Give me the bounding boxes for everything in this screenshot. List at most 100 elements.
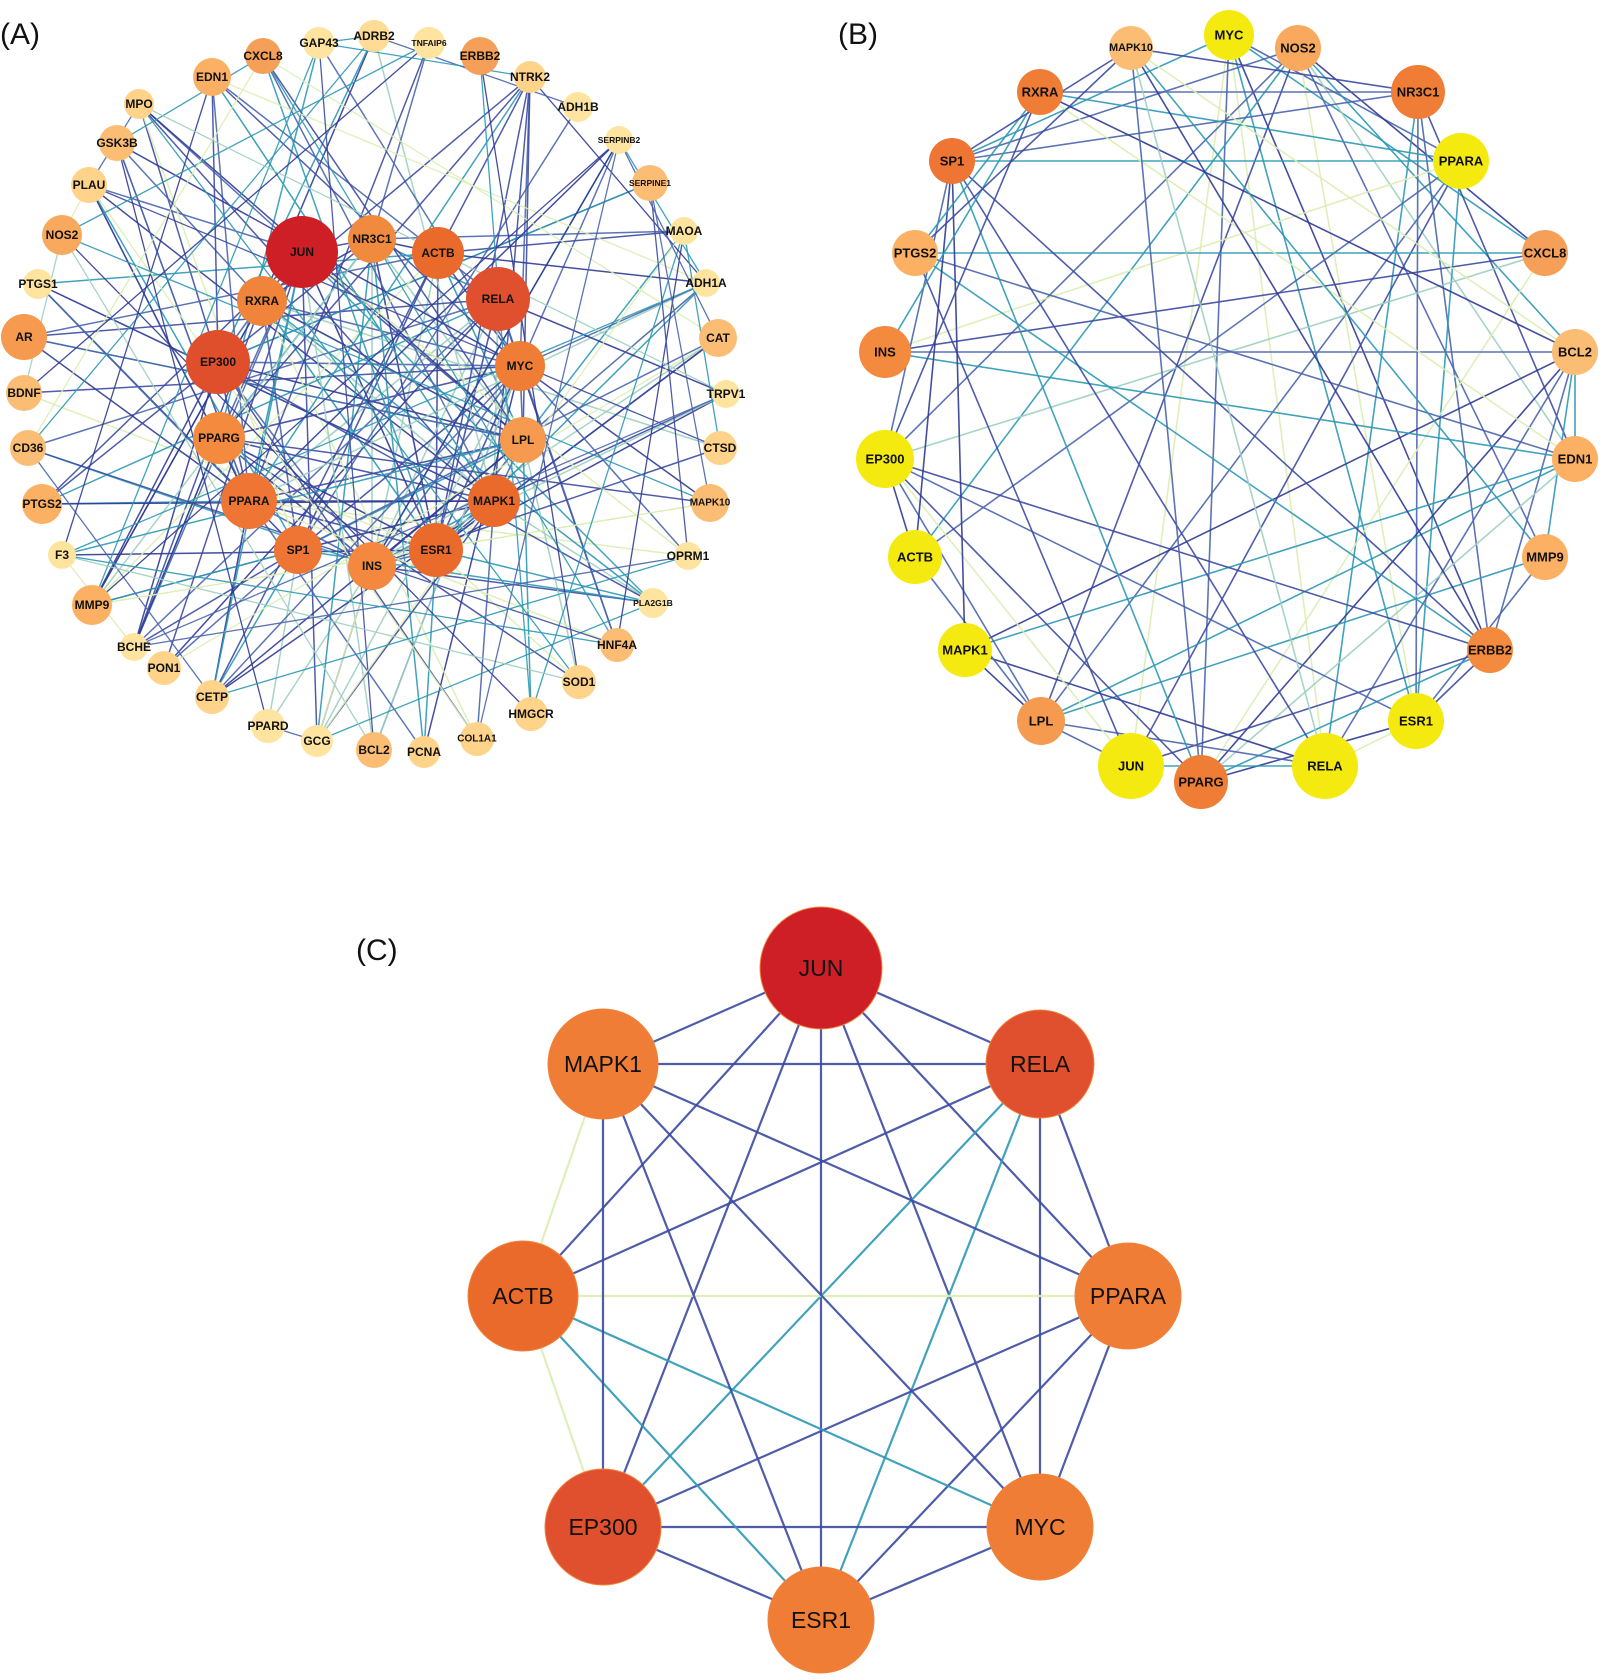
gene-node-label: SP1	[940, 154, 965, 169]
gene-node: ACTB	[467, 1240, 579, 1352]
gene-node: LPL	[1017, 697, 1065, 745]
gene-node-circle	[413, 27, 445, 59]
network-edge	[1228, 34, 1491, 651]
network-edge	[914, 47, 1132, 254]
gene-node: CAT	[699, 319, 737, 357]
gene-node: MAPK1	[547, 1008, 659, 1120]
gene-node: PPARG	[1174, 755, 1228, 809]
gene-node-circle	[408, 736, 440, 768]
network-edge	[522, 230, 685, 441]
gene-node: COL1A1	[457, 722, 497, 756]
network-edge	[1040, 458, 1576, 722]
gene-node: HMGCR	[508, 697, 554, 731]
network-edge	[951, 160, 966, 651]
network-edge	[61, 234, 711, 504]
network-edge	[884, 160, 953, 460]
gene-node-circle	[72, 585, 112, 625]
gene-node-circle	[23, 269, 53, 299]
gene-node: MYC	[495, 341, 545, 391]
network-edge	[884, 458, 1417, 722]
network-edge	[262, 55, 437, 551]
network-edge	[1200, 252, 1546, 783]
gene-node: MMP9	[72, 585, 112, 625]
gene-node-label: MAPK10	[690, 498, 731, 509]
network-edge	[138, 103, 299, 551]
gene-node: CETP	[195, 680, 229, 714]
panel-b-label: (B)	[838, 18, 878, 51]
network-edge	[914, 252, 1491, 651]
network-edge	[951, 91, 1419, 162]
network-edge	[88, 184, 303, 253]
network-edge	[27, 55, 264, 449]
gene-node: TNFAIP6	[411, 27, 447, 59]
gene-node: HNF4A	[597, 628, 637, 662]
network-edge	[1297, 47, 1546, 254]
network-edge	[316, 238, 373, 742]
network-edge	[133, 437, 220, 648]
network-edge	[1130, 47, 1419, 93]
gene-node-circle	[48, 541, 76, 569]
gene-node: NR3C1	[1391, 65, 1445, 119]
network-edge	[371, 238, 425, 753]
network-edge	[964, 458, 1576, 651]
gene-node-label: OPRM1	[667, 549, 710, 563]
gene-node-circle	[124, 89, 154, 119]
gene-node-circle	[221, 473, 277, 529]
network-edge	[1039, 91, 1576, 460]
gene-node-label: PTGS1	[18, 277, 58, 291]
gene-node-circle	[356, 732, 392, 768]
gene-node-circle	[42, 215, 82, 255]
network-edge	[61, 439, 524, 556]
network-edge	[601, 967, 823, 1528]
network-edge	[211, 252, 439, 698]
network-edge	[23, 336, 250, 502]
gene-node-label: NOS2	[46, 228, 79, 242]
gene-node: ADRB2	[353, 20, 395, 52]
gene-node-circle	[1552, 329, 1598, 375]
gene-node: AR	[1, 314, 47, 360]
gene-node-label: TNFAIP6	[411, 38, 447, 48]
network-edge	[37, 283, 250, 502]
gene-node-label: BCL2	[358, 743, 390, 757]
network-edge	[318, 42, 531, 78]
gene-node: CXCL8	[243, 38, 283, 74]
panel-b-network: MYCNOS2NR3C1PPARACXCL8BCL2EDN1MMP9ERBB2E…	[856, 10, 1598, 809]
network-edge	[211, 549, 299, 698]
gene-node: ADH1B	[557, 92, 599, 122]
gene-node-label: MYC	[1014, 1514, 1065, 1540]
gene-node-circle	[544, 1468, 662, 1586]
gene-node-label: CETP	[196, 690, 228, 704]
gene-node: RELA	[985, 1009, 1095, 1119]
network-edge	[61, 76, 213, 556]
gene-node-circle	[1074, 1242, 1182, 1350]
gene-node-label: MAOA	[666, 224, 703, 238]
network-edge	[1228, 34, 1462, 162]
network-edge	[211, 76, 495, 502]
network-edge	[884, 458, 1132, 767]
gene-node-circle	[547, 1008, 659, 1120]
network-edge	[27, 447, 618, 646]
gene-node: INS	[859, 326, 911, 378]
gene-node: NOS2	[1275, 25, 1321, 71]
network-edge	[61, 282, 707, 556]
gene-node-circle	[888, 530, 942, 584]
network-edge	[133, 549, 299, 648]
network-edge	[133, 393, 727, 648]
panel-b-edges	[884, 34, 1576, 783]
panel-a-label: (A)	[0, 18, 40, 51]
gene-node: ESR1	[1388, 693, 1444, 749]
gene-node: EP300	[186, 330, 250, 394]
gene-node-circle	[1388, 693, 1444, 749]
network-edge	[261, 300, 478, 740]
gene-node: ESR1	[767, 1566, 875, 1674]
panel-c-label: (C)	[356, 934, 398, 967]
gene-node-label: JUN	[290, 245, 314, 259]
gene-node-label: ACTB	[421, 246, 455, 260]
network-edge	[218, 437, 711, 504]
gene-node-circle	[22, 484, 62, 524]
gene-node-circle	[500, 417, 546, 463]
gene-node-label: BCHE	[117, 640, 151, 654]
